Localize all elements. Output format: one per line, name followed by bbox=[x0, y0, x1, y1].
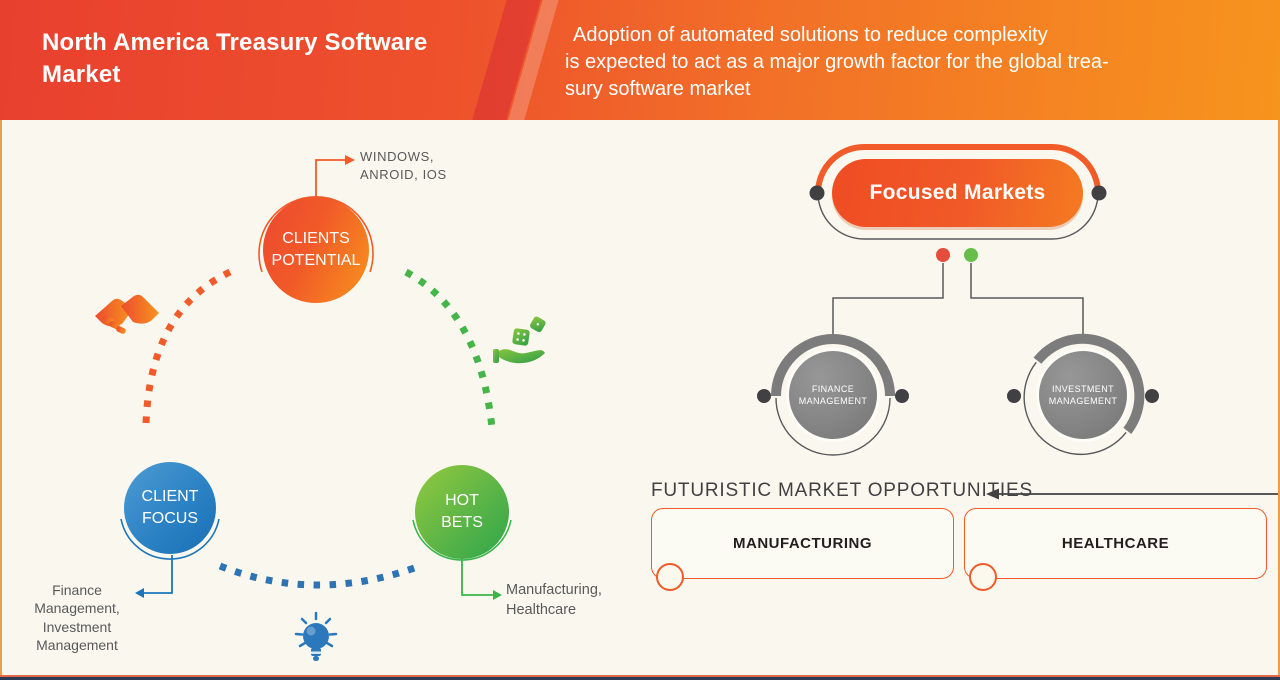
focused-markets-label: Focused Markets bbox=[869, 181, 1046, 204]
frame-right-hairline bbox=[1278, 120, 1280, 675]
client-focus-ring-arc bbox=[120, 518, 220, 560]
investment-management-circle: INVESTMENT MANAGEMENT bbox=[1039, 351, 1127, 439]
header-subtitle: Adoption of automated solutions to reduc… bbox=[565, 24, 1109, 100]
clients-potential-label: CLIENTS POTENTIAL bbox=[271, 230, 361, 269]
investment-right-dot bbox=[1145, 389, 1159, 403]
hot-bets-label: HOT BETS bbox=[441, 492, 483, 531]
finance-management-label: FINANCE MANAGEMENT bbox=[798, 383, 868, 406]
dice-hand-icon bbox=[493, 316, 546, 364]
client-focus-connector bbox=[144, 555, 173, 594]
healthcare-label: HEALTHCARE bbox=[1061, 535, 1170, 552]
hot-bets-circle: HOT BETS bbox=[415, 465, 509, 559]
investment-management-label: INVESTMENT MANAGEMENT bbox=[1048, 383, 1118, 406]
futuristic-arrowhead-icon bbox=[986, 488, 999, 500]
focused-markets-ring-top bbox=[815, 144, 1101, 194]
diagram-canvas: CLIENTS POTENTIAL CLIENT FOCUS HOT BETS … bbox=[0, 120, 1280, 680]
hot-bets-arrowhead-icon bbox=[493, 590, 502, 600]
healthcare-corner-ring-icon bbox=[969, 563, 997, 591]
healthcare-box: HEALTHCARE bbox=[964, 508, 1267, 591]
futuristic-heading: FUTURISTIC MARKET OPPORTUNITIES bbox=[651, 480, 1033, 501]
focused-markets-left-dot bbox=[809, 185, 825, 201]
finance-right-dot bbox=[895, 389, 909, 403]
focused-markets-right-dot bbox=[1091, 185, 1107, 201]
manufacturing-box: MANUFACTURING bbox=[651, 508, 954, 591]
page-title: North America Treasury Software Market bbox=[42, 29, 428, 88]
bottom-navy-bar bbox=[0, 677, 1280, 680]
finance-ring-thin-arc bbox=[775, 397, 891, 456]
dotted-arc-blue bbox=[218, 562, 422, 589]
finance-branch-line bbox=[832, 263, 944, 337]
dotted-arc-orange bbox=[142, 268, 232, 425]
client-focus-arrowhead-icon bbox=[135, 588, 144, 598]
investment-ring-decor bbox=[1023, 333, 1145, 456]
red-branch-dot bbox=[936, 248, 950, 262]
investment-branch-line bbox=[970, 263, 1084, 337]
client-focus-label: CLIENT FOCUS bbox=[141, 488, 199, 527]
handshake-icon bbox=[95, 294, 159, 334]
hot-bets-callout: Manufacturing, Healthcare bbox=[506, 582, 602, 618]
clients-potential-circle: CLIENTS POTENTIAL bbox=[263, 197, 369, 303]
clients-potential-callout: WINDOWS, ANROID, IOS bbox=[360, 149, 447, 183]
focused-markets-ring-bottom bbox=[817, 192, 1099, 240]
manufacturing-label: MANUFACTURING bbox=[733, 535, 872, 552]
finance-management-circle: FINANCE MANAGEMENT bbox=[789, 351, 877, 439]
clients-potential-arrowhead-icon bbox=[345, 155, 355, 165]
focused-markets-pill: Focused Markets bbox=[832, 159, 1083, 227]
frame-left-hairline bbox=[0, 120, 2, 675]
investment-ring-thin-arc bbox=[1023, 361, 1127, 456]
client-focus-circle: CLIENT FOCUS bbox=[124, 462, 216, 554]
finance-ring-thick-arc bbox=[771, 334, 895, 397]
hot-bets-connector bbox=[461, 558, 493, 596]
clients-potential-connector bbox=[315, 159, 345, 200]
finance-left-dot bbox=[757, 389, 771, 403]
investment-left-dot bbox=[1007, 389, 1021, 403]
diagram-lines-overlay bbox=[120, 144, 1280, 600]
client-focus-callout: Finance Management, Investment Managemen… bbox=[34, 582, 120, 654]
dotted-arc-green bbox=[404, 268, 496, 429]
investment-ring-thick-arc bbox=[1033, 333, 1145, 434]
lightbulb-icon bbox=[294, 611, 338, 661]
frame-bottom-hairline bbox=[0, 675, 1280, 677]
header-banner: North America Treasury Software Market A… bbox=[0, 0, 1280, 120]
green-branch-dot bbox=[964, 248, 978, 262]
manufacturing-corner-ring-icon bbox=[656, 563, 684, 591]
